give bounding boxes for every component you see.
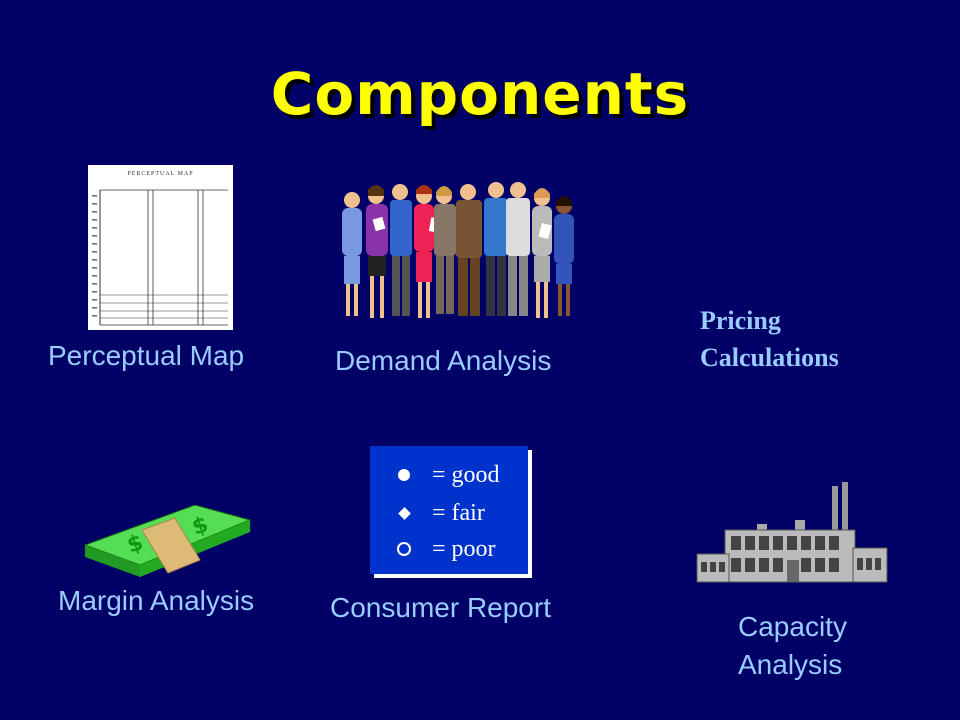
factory-icon [696, 482, 888, 583]
empty-circle-icon [390, 542, 418, 556]
margin-analysis-label: Margin Analysis [58, 585, 255, 616]
pricing-calculations-line1: Pricing [700, 306, 781, 335]
consumer-report-legend: = good = fair = poor [370, 446, 528, 574]
pricing-calculations-label: Pricing Calculations [700, 302, 839, 376]
svg-text:$: $ [189, 512, 211, 541]
svg-text:$: $ [124, 530, 146, 559]
group-of-people-icon [342, 182, 574, 318]
consumer-report-label: Consumer Report [330, 592, 551, 623]
full-circle-icon [390, 469, 418, 481]
money-stack-icon: $ $ [83, 505, 252, 577]
legend-row-good: = good [390, 460, 530, 490]
legend-row-poor: = poor [390, 534, 530, 564]
legend-text-poor: = poor [432, 535, 496, 562]
legend-text-good: = good [432, 461, 500, 488]
capacity-analysis-label: Capacity Analysis [738, 608, 847, 684]
perceptual-map-label: Perceptual Map [48, 340, 245, 371]
perceptual-map-grid-icon [92, 189, 228, 326]
capacity-analysis-line2: Analysis [738, 649, 843, 680]
legend-text-fair: = fair [432, 499, 485, 526]
perceptual-map-graphic-title: PERCEPTUAL MAP [127, 171, 194, 177]
pricing-calculations-line2: Calculations [700, 343, 839, 372]
legend-row-fair: = fair [390, 498, 530, 528]
demand-analysis-label: Demand Analysis [335, 345, 552, 376]
perceptual-map-graphic: PERCEPTUAL MAP [88, 165, 233, 330]
half-circle-icon [390, 506, 418, 520]
slide-title: Components [270, 60, 690, 128]
capacity-analysis-line1: Capacity [738, 611, 847, 642]
